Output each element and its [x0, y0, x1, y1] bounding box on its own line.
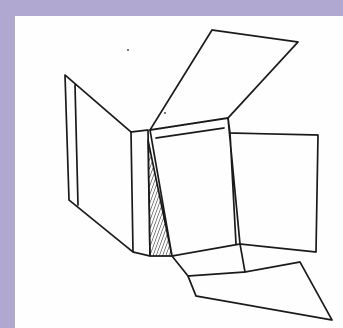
right-panel [228, 118, 318, 252]
left-inner-panel [131, 130, 150, 256]
center-panel-top-band [156, 128, 224, 138]
bottom-flap-extension [188, 262, 332, 320]
top-flap [150, 30, 298, 130]
pencil-dot [164, 112, 166, 114]
left-outer-panel-inner-edge [75, 85, 78, 205]
pencil-dot [127, 49, 129, 51]
